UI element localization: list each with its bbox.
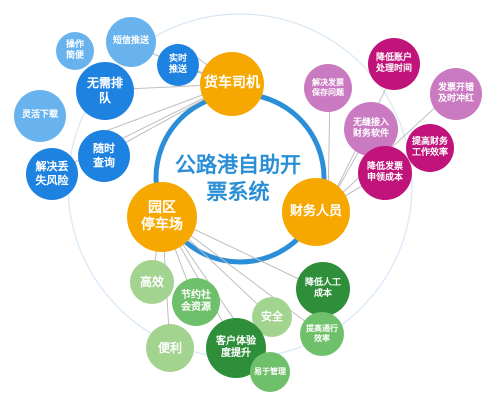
system-title: 公路港自助开 票系统 [175,153,301,205]
hub-truck-driver: 货车司机 [200,52,264,116]
bubble-realtime-push: 实时 推送 [157,44,199,86]
bubble-anytime-query: 随时 查询 [78,130,130,182]
bubble-reduce-labor-cost: 降低人工 成本 [296,262,350,316]
bubble-easy-operation: 操作 简便 [56,32,94,70]
bubble-finance-efficiency: 提高财务 工作效率 [406,124,454,172]
bubble-loss-risk: 解决丢 失风险 [26,148,78,200]
bubble-no-queue: 无需排 队 [76,62,134,120]
bubble-sms-push: 短信推送 [106,17,156,67]
bubble-invoice-storage: 解决发票 保存问题 [304,64,352,112]
bubble-save-resources: 节约社 会资源 [172,278,220,326]
bubble-flexible-download: 灵活下载 [14,90,66,142]
bubble-invoice-cost: 降低发票 申领成本 [358,146,412,200]
bubble-efficient: 高效 [130,260,174,304]
bubble-convenience: 便利 [146,324,194,372]
hub-finance-staff: 财务人员 [282,178,350,246]
bubble-safety: 安全 [252,297,292,337]
bubble-reduce-account-time: 降低账户 处理时间 [368,38,420,90]
bubble-traffic-efficiency: 提高通行 效率 [300,312,344,356]
bubble-easy-management: 易于管理 [250,352,290,392]
hub-park-parking: 园区 停车场 [127,182,197,252]
bubble-red-invoice: 发票开错 及时冲红 [430,68,482,120]
